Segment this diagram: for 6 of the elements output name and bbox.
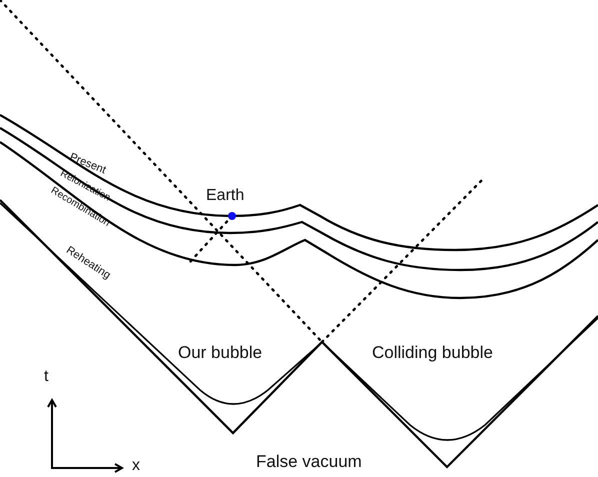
region-label: Colliding bubble (372, 344, 493, 361)
axis-label: t (44, 369, 48, 385)
region-label: False vacuum (256, 453, 362, 470)
axis-label: x (132, 458, 140, 474)
point-label: Earth (206, 188, 244, 204)
region-label: Our bubble (178, 344, 262, 361)
